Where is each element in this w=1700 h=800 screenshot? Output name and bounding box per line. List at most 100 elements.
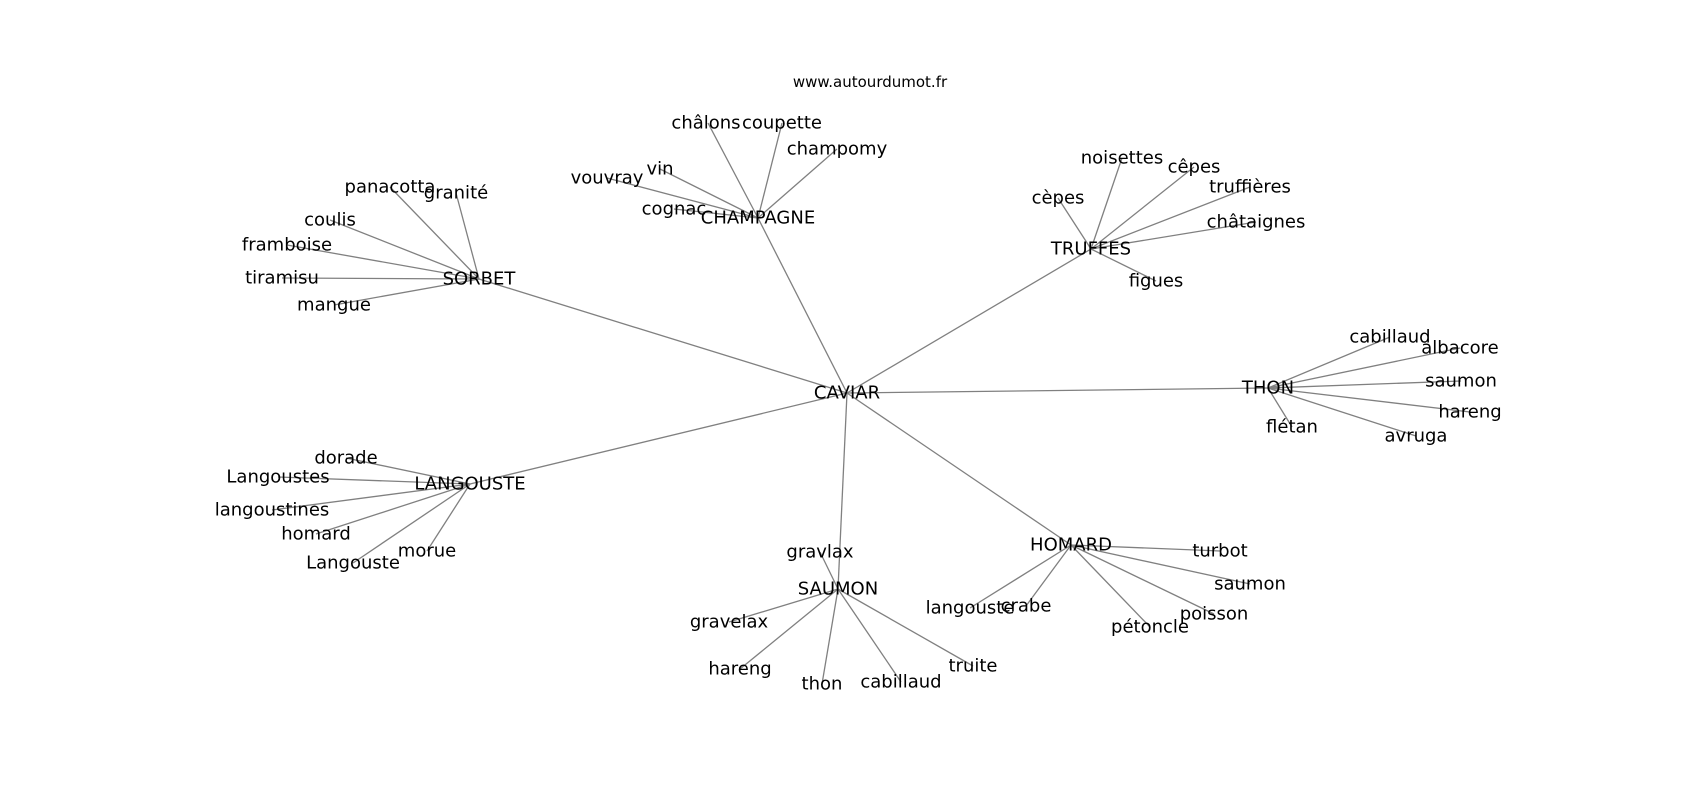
edge-center-to-hub xyxy=(846,248,1092,394)
edge-hub-to-leaf xyxy=(969,544,1072,609)
hub-node-label: SAUMON xyxy=(798,579,878,600)
leaf-node-label: cognac xyxy=(642,199,707,220)
leaf-node-label: cabillaud xyxy=(860,672,941,693)
leaf-node-label: coupette xyxy=(742,113,822,134)
edge-hub-to-leaf xyxy=(837,588,974,667)
leaf-node-label: morue xyxy=(398,541,456,562)
edges xyxy=(271,122,1471,685)
edge-hub-to-leaf xyxy=(345,457,471,485)
edge-hub-to-leaf xyxy=(333,278,480,306)
edge-hub-to-leaf xyxy=(1057,197,1092,250)
leaf-node-label: granité xyxy=(424,183,488,204)
edge-hub-to-leaf xyxy=(739,588,839,670)
leaf-node-label: vin xyxy=(646,159,673,180)
edge-hub-to-leaf xyxy=(286,244,480,280)
leaf-node-label: truffières xyxy=(1209,177,1291,198)
edge-hub-to-leaf xyxy=(1267,387,1417,437)
edge-hub-to-leaf xyxy=(1070,544,1221,552)
leaf-node-label: cêpes xyxy=(1168,157,1221,178)
edge-hub-to-leaf xyxy=(352,483,471,564)
center-node-label: CAVIAR xyxy=(814,383,880,404)
hub-node-label: HOMARD xyxy=(1030,535,1112,556)
edge-hub-to-leaf xyxy=(1267,336,1391,389)
leaf-node-label: crabe xyxy=(1001,596,1052,617)
leaf-node-label: figues xyxy=(1129,271,1184,292)
edge-hub-to-leaf xyxy=(819,551,839,590)
leaf-node-label: saumon xyxy=(1425,371,1497,392)
edge-center-to-hub xyxy=(837,392,848,590)
leaf-node-label: langouste xyxy=(926,598,1015,619)
edge-hub-to-leaf xyxy=(821,588,839,685)
edge-center-to-hub xyxy=(846,392,1072,546)
edge-center-to-hub xyxy=(846,387,1269,394)
leaf-node-label: hareng xyxy=(708,659,771,680)
leaf-node-label: poisson xyxy=(1180,604,1249,625)
leaf-node-label: Langoustes xyxy=(226,467,329,488)
hub-node-label: THON xyxy=(1241,378,1294,399)
leaf-node-label: champomy xyxy=(787,139,888,160)
leaf-node-label: châtaignes xyxy=(1207,212,1306,233)
edge-hub-to-leaf xyxy=(1070,544,1251,585)
leaf-node-label: langoustines xyxy=(215,500,330,521)
edge-hub-to-leaf xyxy=(455,192,480,280)
edge-hub-to-leaf xyxy=(1090,157,1123,250)
leaf-node-label: vouvray xyxy=(571,168,644,189)
leaf-node-label: thon xyxy=(802,674,843,695)
edge-hub-to-leaf xyxy=(673,208,759,219)
edge-hub-to-leaf xyxy=(1267,387,1293,428)
leaf-node-label: gravelax xyxy=(690,612,769,633)
leaf-node-label: tiramisu xyxy=(245,268,319,289)
edge-hub-to-leaf xyxy=(1070,544,1215,615)
edge-hub-to-leaf xyxy=(281,277,480,280)
leaf-node-label: Langouste xyxy=(306,553,400,574)
edge-hub-to-leaf xyxy=(277,476,471,485)
edge-hub-to-leaf xyxy=(1090,248,1157,282)
edge-hub-to-leaf xyxy=(426,483,471,552)
edge-hub-to-leaf xyxy=(1267,387,1471,413)
edge-center-to-hub xyxy=(478,278,848,394)
edge-hub-to-leaf xyxy=(757,148,838,219)
edge-hub-to-leaf xyxy=(1025,544,1072,607)
edge-hub-to-leaf xyxy=(757,122,783,219)
leaf-node-label: cèpes xyxy=(1032,188,1085,209)
hub-node-label: SORBET xyxy=(443,269,517,290)
leaf-node-label: pétoncle xyxy=(1111,617,1189,638)
edge-hub-to-leaf xyxy=(1070,544,1151,628)
leaf-node-label: avruga xyxy=(1385,426,1448,447)
edge-hub-to-leaf xyxy=(1090,186,1251,250)
leaf-node-label: gravlax xyxy=(786,542,854,563)
leaf-node-label: cabillaud xyxy=(1349,327,1430,348)
leaf-node-label: noisettes xyxy=(1081,148,1163,169)
leaf-node-label: hareng xyxy=(1438,402,1501,423)
leaf-node-label: saumon xyxy=(1214,574,1286,595)
edge-center-to-hub xyxy=(757,217,848,394)
leaf-node-label: flétan xyxy=(1266,417,1318,438)
edge-hub-to-leaf xyxy=(315,483,471,535)
leaf-node-label: panacotta xyxy=(345,177,436,198)
edge-hub-to-leaf xyxy=(271,483,471,511)
leaf-node-label: albacore xyxy=(1421,338,1498,359)
edge-hub-to-leaf xyxy=(606,177,759,219)
hub-node-label: CHAMPAGNE xyxy=(701,208,815,229)
edge-hub-to-leaf xyxy=(1090,221,1257,250)
edge-hub-to-leaf xyxy=(1090,166,1195,250)
leaf-node-label: framboise xyxy=(242,235,332,256)
hub-node-label: TRUFFES xyxy=(1050,239,1131,260)
leaf-node-label: homard xyxy=(281,524,351,545)
leaf-node-label: truite xyxy=(949,656,998,677)
edge-hub-to-leaf xyxy=(1267,380,1462,389)
leaf-node-label: dorade xyxy=(314,448,377,469)
leaf-node-label: mangue xyxy=(297,295,371,316)
edge-hub-to-leaf xyxy=(329,219,480,280)
edge-hub-to-leaf xyxy=(659,168,759,219)
leaf-node-label: coulis xyxy=(304,210,356,231)
hub-node-label: LANGOUSTE xyxy=(414,474,525,495)
watermark: www.autourdumot.fr xyxy=(793,73,948,91)
edge-hub-to-leaf xyxy=(728,588,839,623)
edge-hub-to-leaf xyxy=(707,122,759,219)
edge-hub-to-leaf xyxy=(837,588,902,683)
edge-hub-to-leaf xyxy=(1267,347,1461,389)
leaf-node-label: châlons xyxy=(671,113,740,134)
